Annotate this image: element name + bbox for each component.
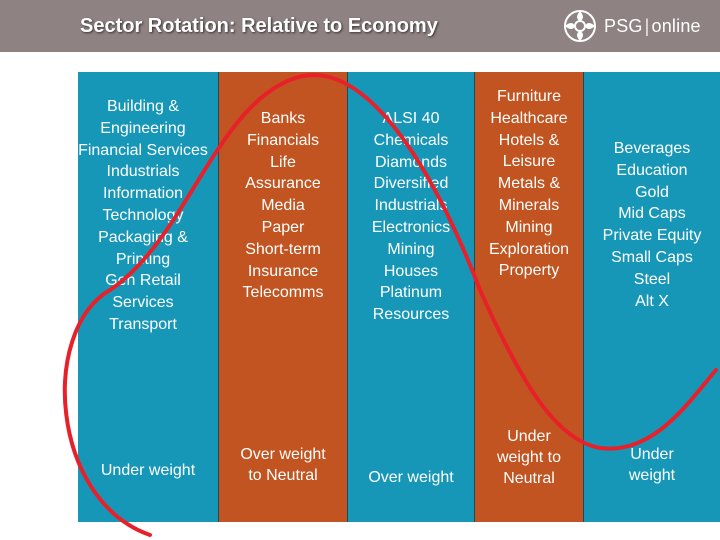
sector-item: Diamonds	[374, 153, 448, 171]
sector-item: Healthcare	[490, 109, 568, 127]
sector-item: Private Equity	[602, 227, 702, 245]
sector-item: Building &	[106, 98, 180, 115]
title-bar: Sector Rotation: Relative to Economy PSG…	[0, 0, 720, 52]
sector-item: Education	[616, 161, 688, 179]
sector-item: Engineering	[100, 119, 186, 137]
weight-line: Over weight	[368, 469, 454, 486]
psg-online-logo: PSG|online	[562, 6, 701, 46]
weight-label: Over weight	[348, 467, 474, 488]
sector-item: Gold	[635, 183, 669, 201]
sector-item: Industrials	[374, 197, 448, 215]
sector-item: Technology	[102, 206, 184, 224]
sector-item: Services	[112, 294, 174, 312]
sector-item: Beverages	[613, 140, 691, 157]
sector-item: Hotels &	[498, 131, 560, 149]
logo-text-online: online	[651, 15, 701, 36]
sector-item: Minerals	[498, 196, 560, 214]
sector-list: Beverages Education Gold Mid Caps Privat…	[584, 138, 720, 312]
psg-emblem-icon	[564, 10, 596, 42]
sector-item: Assurance	[245, 175, 321, 193]
weight-line: Neutral	[503, 470, 555, 487]
sector-item: Resources	[372, 306, 450, 324]
sector-item: Mining	[387, 240, 435, 258]
sector-item: Insurance	[247, 262, 319, 280]
logo-text-psg: PSG	[604, 15, 643, 36]
weight-label: Over weight to Neutral	[219, 444, 347, 486]
weight-label: Under weight to Neutral	[475, 426, 583, 489]
slide-title: Sector Rotation: Relative to Economy	[80, 15, 438, 37]
sector-item: Small Caps	[611, 248, 693, 266]
weight-line: Under	[507, 428, 551, 445]
sector-list: ALSI 40 Chemicals Diamonds Diversified I…	[348, 108, 474, 326]
sector-item: Mining	[505, 218, 553, 236]
weight-line: weight	[628, 467, 676, 484]
column-fourth: Furniture Healthcare Hotels & Leisure Me…	[475, 72, 584, 522]
logo-wordmark: PSG|online	[604, 16, 701, 37]
sector-item: Platinum	[379, 284, 443, 302]
sector-item: Printing	[115, 250, 171, 268]
sector-item: Media	[261, 197, 305, 215]
weight-line: Over weight	[240, 446, 326, 463]
sector-item: Steel	[633, 270, 671, 288]
column-second: Banks Financials Life Assurance Media Pa…	[219, 72, 348, 522]
sector-item: Packaging &	[98, 228, 188, 246]
sector-item: Metals &	[497, 175, 561, 193]
logo-separator: |	[644, 15, 650, 36]
sector-list: Building & Engineering Financial Service…	[78, 96, 218, 336]
sector-item: Chemicals	[373, 131, 449, 149]
sector-list: Banks Financials Life Assurance Media Pa…	[219, 108, 347, 304]
sector-item: Mid Caps	[618, 205, 686, 223]
sector-list: Furniture Healthcare Hotels & Leisure Me…	[475, 86, 583, 282]
sector-item: Financials	[246, 131, 320, 149]
sector-item: Alt X	[635, 292, 669, 310]
sector-item: Leisure	[502, 153, 556, 171]
sector-item: Gen Retail	[105, 272, 181, 290]
sector-item: Diversified	[373, 175, 449, 193]
weight-line: Under weight	[100, 462, 196, 479]
sector-item: Short-term	[245, 240, 321, 258]
sector-item: Houses	[383, 262, 439, 280]
sector-item: Furniture	[496, 88, 562, 105]
sector-item: Transport	[109, 315, 177, 333]
sector-item: Property	[498, 262, 560, 280]
weight-line: to Neutral	[248, 467, 318, 484]
sector-item: ALSI 40	[382, 110, 440, 127]
column-third: ALSI 40 Chemicals Diamonds Diversified I…	[348, 72, 475, 522]
sector-item: Information	[102, 185, 184, 203]
column-fifth: Beverages Education Gold Mid Caps Privat…	[584, 72, 720, 522]
weight-line: weight to	[496, 449, 562, 466]
sector-item: Life	[270, 153, 296, 171]
weight-label: Under weight	[78, 460, 218, 481]
weight-label: Under weight	[584, 444, 720, 486]
column-early-recovery: Building & Engineering Financial Service…	[78, 72, 219, 522]
sector-item: Industrials	[106, 163, 180, 181]
sector-item: Paper	[261, 218, 305, 236]
sector-item: Exploration	[488, 240, 570, 258]
sector-item: Financial Services	[78, 141, 208, 159]
weight-line: Under	[630, 446, 674, 463]
sector-item: Telecomms	[242, 284, 324, 302]
sector-item: Banks	[260, 110, 306, 127]
sector-item: Electronics	[371, 218, 451, 236]
